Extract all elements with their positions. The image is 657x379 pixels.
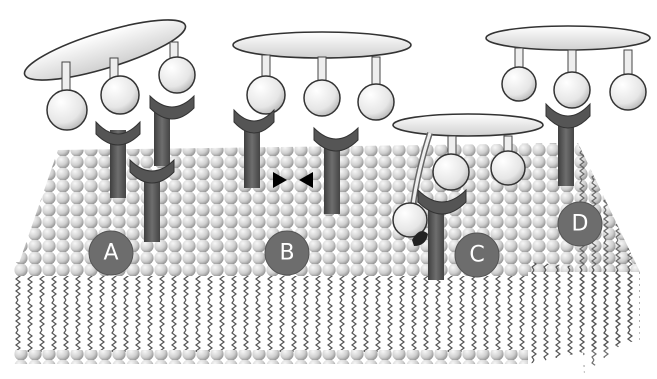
ligand-ball bbox=[501, 47, 537, 102]
receptor bbox=[545, 102, 591, 186]
ligand-plate bbox=[232, 31, 412, 59]
panel-label: D bbox=[572, 212, 589, 237]
ligand-ball bbox=[490, 135, 526, 186]
ligand-plate bbox=[485, 25, 651, 51]
receptor bbox=[129, 158, 175, 242]
receptor bbox=[417, 188, 467, 280]
panel-d: D bbox=[485, 25, 651, 247]
receptor bbox=[233, 108, 275, 188]
dark-marker-icon bbox=[412, 231, 428, 246]
ligand-ball bbox=[392, 202, 428, 238]
membrane-bottom-heads bbox=[14, 350, 528, 364]
membrane-tails bbox=[14, 276, 528, 352]
ligand-ball bbox=[553, 49, 591, 109]
panel-badge bbox=[264, 230, 310, 276]
panel-badge bbox=[557, 201, 603, 247]
receptor bbox=[313, 126, 359, 214]
ligand-ball bbox=[46, 61, 88, 131]
panel-label: B bbox=[279, 241, 294, 266]
membrane-side-bottom bbox=[528, 262, 640, 364]
panel-badge bbox=[454, 232, 500, 278]
panel-a: A bbox=[23, 19, 196, 276]
ligand-ball bbox=[100, 57, 140, 115]
ligand-ball bbox=[609, 49, 647, 111]
ligand-ball bbox=[158, 41, 196, 94]
panel-label: C bbox=[469, 243, 484, 268]
membrane-front-heads bbox=[14, 262, 528, 276]
panel-badge bbox=[88, 230, 134, 276]
ligand-ball bbox=[303, 56, 341, 117]
ligand-ball bbox=[432, 135, 470, 191]
ligand-ball bbox=[246, 54, 286, 115]
ligand-ball bbox=[357, 56, 395, 121]
ligand-plate bbox=[392, 113, 544, 137]
receptor bbox=[95, 120, 141, 198]
panel-c: C bbox=[392, 113, 544, 280]
panel-label: A bbox=[103, 241, 118, 266]
receptor bbox=[149, 94, 195, 166]
panel-b: B bbox=[232, 31, 412, 276]
inward-arrows-icon bbox=[273, 172, 313, 188]
